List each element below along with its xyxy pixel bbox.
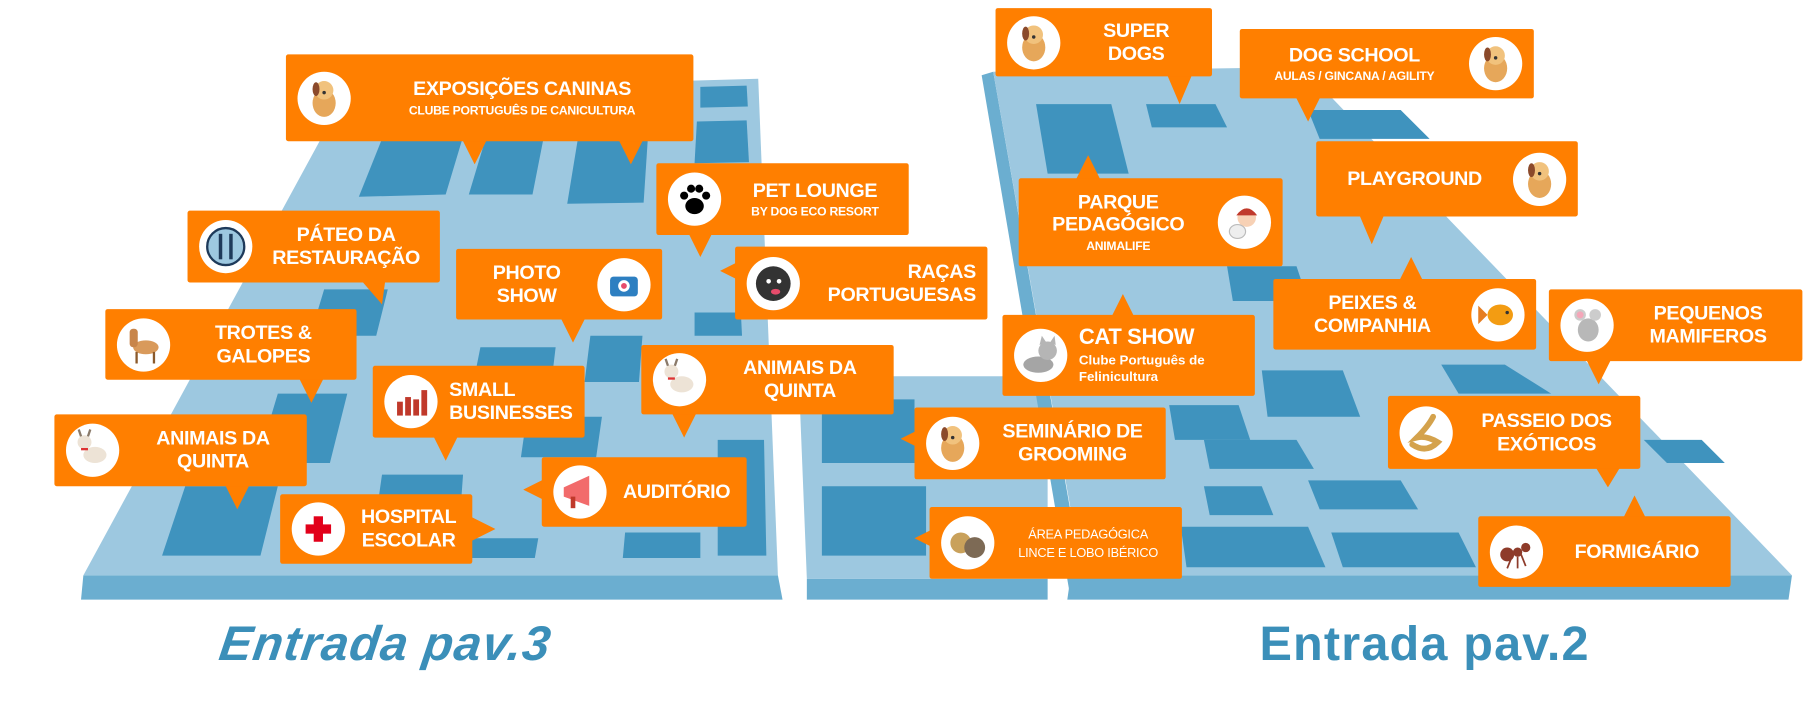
callout-playground[interactable]: PLAYGROUND — [1316, 141, 1578, 217]
callout-exposicoes-caninas[interactable]: EXPOSIÇÕES CANINAS CLUBE PORTUGUÊS DE CAN… — [285, 54, 694, 142]
callout-title-line2: MAMIFEROS — [1649, 325, 1767, 348]
callout-title-line1: TROTES & — [214, 321, 312, 344]
callout-title-line2: EXÓTICOS — [1497, 432, 1597, 455]
entrance-label-pav3: Entrada pav.3 — [216, 615, 556, 671]
callout-title-line2: SHOW — [496, 284, 557, 307]
dog-icon — [1007, 15, 1061, 69]
callout-title-line2: LINCE E LOBO IBÉRICO — [1018, 546, 1158, 561]
paw-icon — [667, 172, 722, 226]
callout-cat-show[interactable]: CAT SHOW Clube Português de Felinicultura — [1002, 314, 1255, 396]
callout-trotes-galopes[interactable]: TROTES &GALOPES — [105, 309, 357, 380]
entrance-label-pav2: Entrada pav.2 — [1259, 615, 1590, 671]
callout-subtitle-line2: Felinicultura — [1078, 370, 1159, 385]
callout-subtitle-line1: Clube Português de — [1078, 353, 1205, 368]
callout-dog-school[interactable]: DOG SCHOOL AULAS / GINCANA / AGILITY — [1239, 28, 1534, 99]
callout-title-line2: GROOMING — [1018, 443, 1127, 466]
dog-icon — [297, 71, 351, 125]
callout-title-line1: ANIMAIS DA — [743, 357, 857, 380]
callout-title: CAT SHOW — [1078, 325, 1195, 350]
callout-formigario[interactable]: FORMIGÁRIO — [1478, 516, 1731, 587]
dog-icon — [1512, 152, 1567, 206]
callout-peixes-companhia[interactable]: PEIXES &COMPANHIA — [1273, 278, 1537, 350]
callout-pet-lounge[interactable]: PET LOUNGE BY DOG ECO RESORT — [656, 163, 909, 235]
cat-icon — [1014, 328, 1068, 383]
callout-title-line1: PASSEIO DOS — [1481, 409, 1612, 432]
callout-title-line2: QUINTA — [763, 379, 836, 402]
dog-icon — [926, 416, 980, 470]
callout-title-line2: ESCOLAR — [361, 529, 456, 552]
red-cross-icon — [291, 502, 345, 556]
callout-title-line2: RESTAURAÇÃO — [272, 246, 421, 269]
megaphone-icon — [553, 465, 607, 519]
callout-title-line1: SUPER — [1103, 19, 1170, 42]
callout-title: PLAYGROUND — [1347, 167, 1482, 190]
ant-icon — [1489, 524, 1544, 579]
girl-cat-icon — [1217, 195, 1272, 249]
callout-title-line1: SEMINÁRIO DE — [1002, 420, 1143, 443]
callout-title-line1: PEQUENOS — [1653, 302, 1763, 325]
callout-title: EXPOSIÇÕES CANINAS — [413, 77, 632, 100]
horse-icon — [116, 317, 171, 372]
callout-title: AUDITÓRIO — [622, 480, 731, 503]
callout-title: DOG SCHOOL — [1288, 43, 1420, 66]
callout-title-line1: PHOTO — [492, 261, 561, 284]
goat-icon — [65, 423, 120, 477]
callout-title-line2: DOGS — [1107, 42, 1165, 65]
callout-title-line1: ÁREA PEDAGÓGICA — [1028, 528, 1148, 543]
callout-title-line2: QUINTA — [177, 450, 249, 473]
callout-auditorio[interactable]: AUDITÓRIO — [541, 457, 747, 527]
callout-title-line1: ANIMAIS DA — [156, 427, 270, 450]
callout-subtitle: CLUBE PORTUGUÊS DE CANICULTURA — [408, 103, 636, 118]
goat-icon — [652, 353, 707, 407]
dog-face-icon — [746, 256, 800, 310]
callout-title-line1: HOSPITAL — [360, 506, 457, 529]
dog-icon — [1468, 37, 1523, 91]
callout-title-line2: COMPANHIA — [1313, 314, 1431, 337]
cutlery-icon — [199, 219, 253, 274]
callout-subtitle: BY DOG ECO RESORT — [751, 205, 879, 220]
callout-title-line1: RAÇAS — [907, 260, 977, 283]
fish-icon — [1471, 287, 1525, 341]
callout-title-line2: PEDAGÓGICO — [1052, 213, 1185, 236]
mouse-icon — [1560, 298, 1614, 352]
snake-icon — [1399, 405, 1453, 459]
camera-icon — [597, 257, 651, 311]
callout-title-line1: PEIXES & — [1328, 291, 1417, 314]
callout-title-line1: PARQUE — [1077, 190, 1159, 213]
bar-chart-icon — [384, 375, 438, 429]
callout-title-line1: PÁTEO DA — [296, 223, 396, 246]
callout-title-line2: BUSINESSES — [449, 401, 573, 424]
lynx-wolf-icon — [941, 516, 995, 570]
callout-area-pedagogica[interactable]: ÁREA PEDAGÓGICA LINCE E LOBO IBÉRICO — [929, 507, 1182, 579]
callout-subtitle: AULAS / GINCANA / AGILITY — [1274, 69, 1435, 84]
callout-subtitle: ANIMALIFE — [1086, 239, 1151, 254]
callout-title-line1: SMALL — [449, 379, 516, 402]
callout-title-line2: PORTUGUESAS — [827, 283, 977, 306]
callout-title: FORMIGÁRIO — [1574, 540, 1700, 563]
callout-title: PET LOUNGE — [752, 179, 878, 202]
callout-title-line2: GALOPES — [216, 344, 311, 367]
